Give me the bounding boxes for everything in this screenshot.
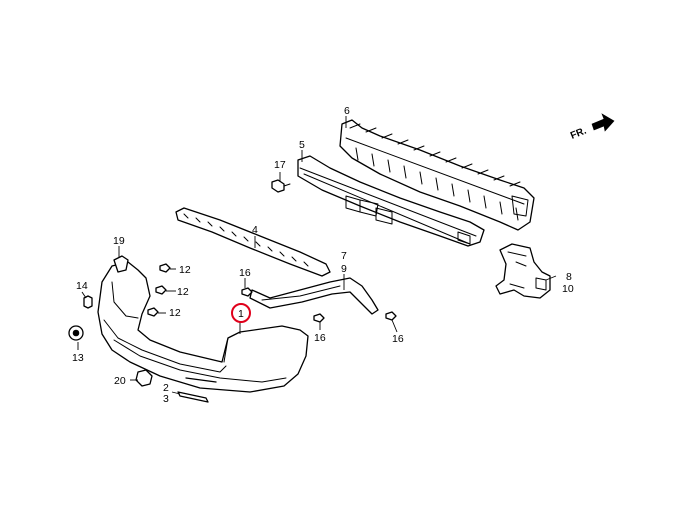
part-reinforcement-strip: [175, 207, 331, 277]
callout-8: 8: [566, 271, 572, 283]
callout-6: 6: [344, 105, 350, 117]
part-mount-bracket: [495, 243, 551, 299]
arrow-icon: [591, 113, 615, 132]
callout-9: 9: [341, 263, 347, 275]
part-bumper-face: [97, 261, 309, 393]
callout-12-a: 12: [179, 264, 191, 276]
callout-16-b: 16: [314, 332, 326, 344]
callout-16-c: 16: [392, 333, 404, 345]
leader-lines: [77, 116, 557, 395]
part-clips-16: [241, 287, 397, 323]
callout-4: 4: [252, 224, 258, 236]
callout-labels: 6 5 17 4 7 9 8 10 19 12 12 12 14 13 16 1…: [72, 105, 574, 405]
highlight-ring: [231, 303, 251, 323]
callout-13: 13: [72, 352, 84, 364]
part-grommet-13: [68, 325, 84, 341]
callout-10: 10: [562, 283, 574, 295]
part-clip-19: [113, 255, 129, 273]
callout-5: 5: [299, 139, 305, 151]
callout-12-c: 12: [169, 307, 181, 319]
part-energy-absorber: [339, 119, 535, 231]
callout-17: 17: [274, 159, 286, 171]
callout-19: 19: [113, 235, 125, 247]
callout-7: 7: [341, 250, 347, 262]
front-direction-marker: FR.: [569, 113, 615, 142]
callout-16-a: 16: [239, 267, 251, 279]
part-bolt-17: [271, 179, 291, 193]
callout-3: 3: [163, 393, 169, 405]
callout-12-b: 12: [177, 286, 189, 298]
part-reflector-strip: [177, 391, 209, 403]
part-side-bracket: [249, 277, 379, 315]
callout-14: 14: [76, 280, 88, 292]
callout-1: 1: [238, 308, 244, 320]
part-clip-20: [135, 369, 153, 387]
part-screws-12: [147, 263, 171, 317]
part-clip-14: [83, 295, 93, 309]
callout-20: 20: [114, 375, 126, 387]
part-bumper-beam: [297, 155, 485, 247]
callout-2: 2: [163, 382, 169, 394]
direction-label: FR.: [569, 125, 588, 141]
